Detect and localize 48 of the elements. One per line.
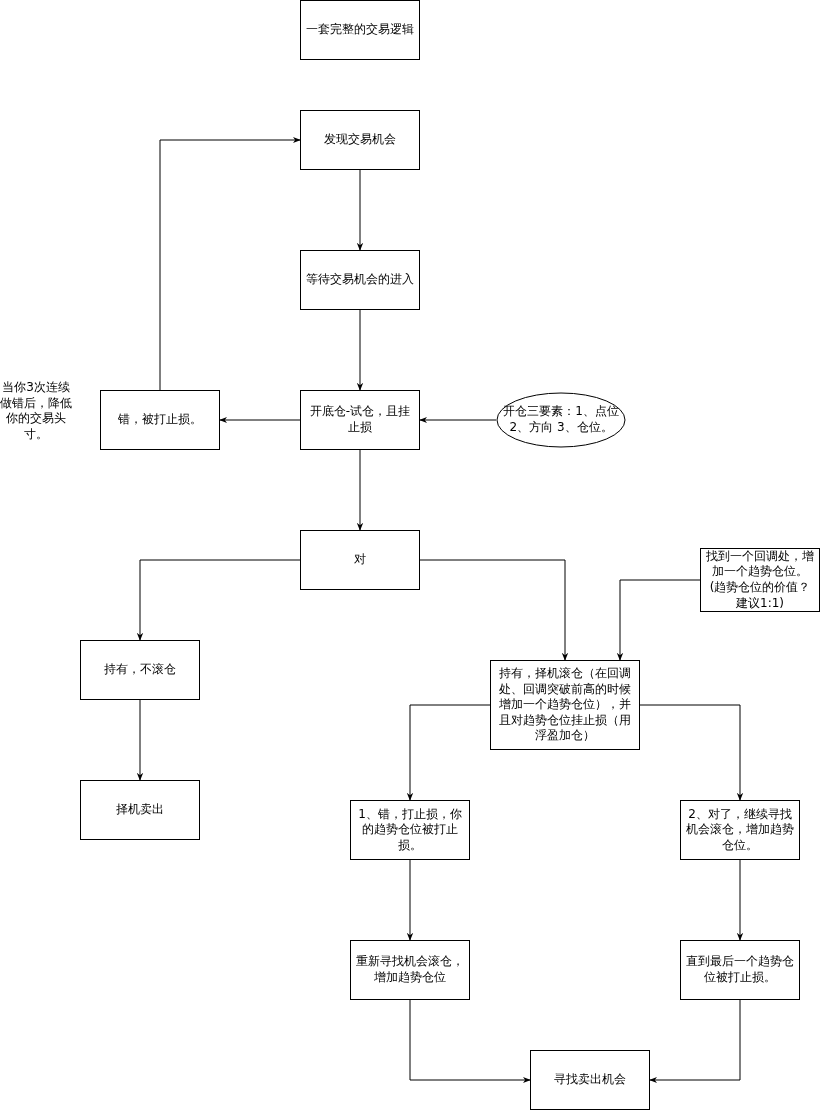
node-text: 2、对了，继续寻找机会滚仓，增加趋势仓位。: [685, 806, 795, 854]
node-text: 持有，不滚仓: [104, 662, 176, 678]
process-box: [350, 940, 470, 1000]
arrow: [356, 169, 364, 251]
node-text: 寻找卖出机会: [554, 1072, 626, 1088]
arrow: [219, 416, 301, 424]
process-box: [300, 250, 420, 310]
note-text: 当你3次连续做错后，降低你的交易头寸。: [0, 380, 72, 443]
process-box: [80, 780, 200, 840]
arrow: [406, 859, 414, 941]
process-box: [300, 0, 420, 60]
process-box: [300, 390, 420, 450]
process-box: [80, 640, 200, 700]
node-text: 开底仓-试仓，且挂止损: [308, 404, 412, 436]
process-box: [300, 110, 420, 170]
node-text: 重新寻找机会滚仓，增加趋势仓位: [355, 954, 465, 986]
arrow: [136, 559, 301, 641]
arrow: [159, 136, 301, 391]
node-text: 直到最后一个趋势仓位被打止损。: [685, 954, 795, 986]
process-box: [350, 800, 470, 860]
process-box: [680, 940, 800, 1000]
node-text: 持有，择机滚仓（在回调处、回调突破前高的时候增加一个趋势仓位），并且对趋势仓位挂止损（用浮盈加仓）: [498, 666, 632, 744]
process-box: [530, 1050, 650, 1110]
node-text: 一套完整的交易逻辑: [306, 22, 414, 38]
arrow: [356, 449, 364, 531]
node-text: 开仓三要素：1、点位 2、方向 3、仓位。: [502, 404, 620, 436]
process-box: [100, 390, 220, 450]
arrow: [649, 999, 741, 1084]
ellipse-node: [496, 392, 626, 448]
arrow: [419, 416, 497, 424]
node-text: 等待交易机会的进入: [306, 272, 414, 288]
process-box: [680, 800, 800, 860]
node-text: 错，被打止损。: [118, 412, 202, 428]
arrow: [356, 309, 364, 391]
arrow: [136, 699, 144, 781]
arrow: [616, 579, 701, 661]
arrow: [736, 859, 744, 941]
node-text: 发现交易机会: [324, 132, 396, 148]
arrow: [409, 999, 531, 1084]
node-text: 找到一个回调处，增加一个趋势仓位。(趋势仓位的价值？建议1:1): [705, 548, 815, 612]
process-box: [490, 660, 640, 750]
node-text: 1、错，打止损，你的趋势仓位被打止损。: [357, 806, 463, 854]
arrow: [406, 704, 491, 801]
node-text: 择机卖出: [116, 802, 164, 818]
node-text: 对: [354, 552, 366, 568]
arrow: [639, 704, 744, 801]
process-box: [300, 530, 420, 590]
arrow: [419, 559, 569, 661]
